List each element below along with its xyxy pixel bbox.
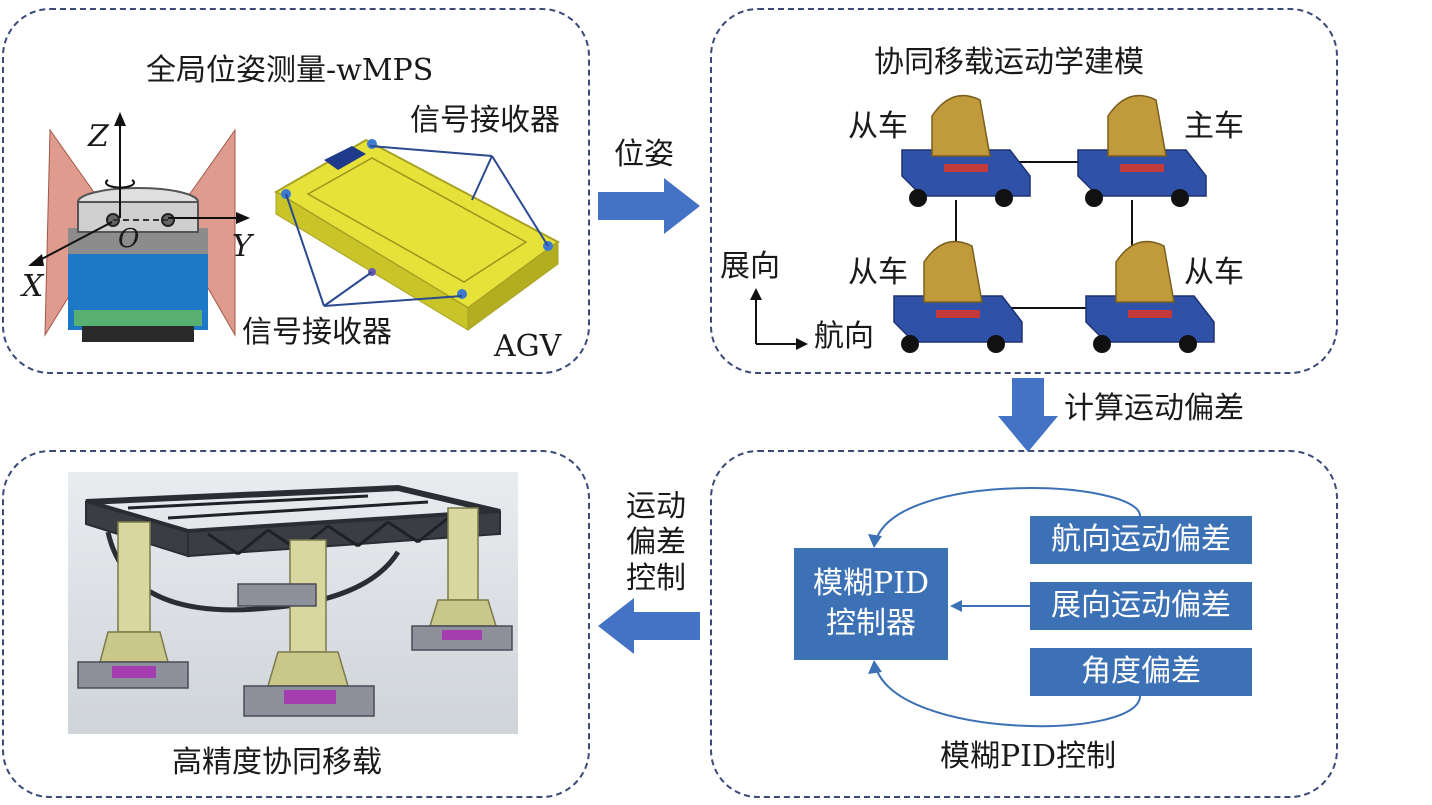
arrow-compute [998, 378, 1058, 452]
vehicle-label-top-right: 主车 [1184, 109, 1244, 144]
arrow-compute-label: 计算运动偏差 [1064, 391, 1244, 426]
input-span-deviation: 展向运动偏差 [1030, 582, 1252, 630]
controller-label-line2: 控制器 [826, 606, 916, 641]
vehicle-label-bottom-right: 从车 [1184, 255, 1244, 290]
axis-y-label: Y [232, 229, 252, 264]
wmps-transmitter-illustration [28, 112, 250, 342]
arrow-pose [598, 178, 700, 234]
arrow-control-label-2: 偏差 [626, 525, 686, 560]
input-heading-deviation: 航向运动偏差 [1030, 516, 1252, 564]
fuzzy-pid-title: 模糊PID控制 [940, 739, 1117, 774]
vehicle-label-bottom-left: 从车 [848, 255, 908, 290]
axis-heading-label: 航向 [814, 319, 874, 354]
agv-label: AGV [494, 329, 562, 364]
axis-x-label: X [22, 269, 44, 304]
arrow-pose-label: 位姿 [614, 137, 674, 172]
axis-origin-label: O [118, 224, 140, 254]
input-angle-deviation: 角度偏差 [1030, 648, 1252, 696]
cooperative-handling-illustration [68, 472, 518, 734]
fuzzy-pid-controller-box: 模糊PID 控制器 [794, 548, 948, 660]
vehicle-label-top-left: 从车 [848, 109, 908, 144]
panel-handling [2, 450, 590, 798]
axis-span-label: 展向 [720, 249, 780, 284]
arrow-control-label-1: 运动 [626, 489, 686, 524]
kinematics-title: 协同移载运动学建模 [874, 45, 1144, 80]
arrow-control [598, 598, 700, 654]
arrow-control-label-3: 控制 [626, 561, 686, 596]
receiver-label-bottom: 信号接收器 [242, 315, 392, 350]
receiver-label-top: 信号接收器 [410, 103, 560, 138]
wmps-title: 全局位姿测量-wMPS [146, 53, 434, 88]
handling-title: 高精度协同移载 [172, 745, 382, 780]
controller-label-line1: 模糊PID [812, 566, 930, 601]
panel-fuzzy-pid [710, 450, 1338, 798]
panel-kinematics [710, 8, 1338, 374]
agv-illustration [274, 138, 560, 331]
panel-wmps [2, 8, 590, 374]
axis-z-label: Z [88, 119, 109, 154]
